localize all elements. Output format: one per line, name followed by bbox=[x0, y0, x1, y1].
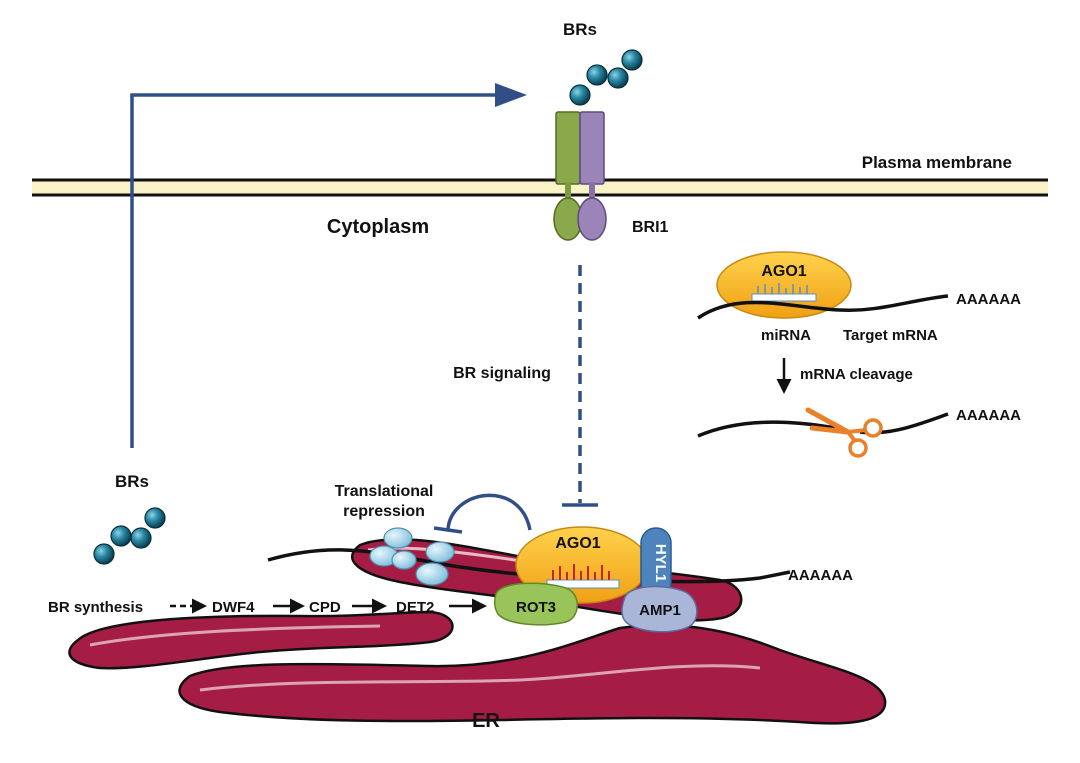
mirna-target-complex bbox=[697, 251, 949, 320]
brs-molecules-top bbox=[569, 49, 643, 106]
br-transport-arrow bbox=[130, 83, 527, 448]
pathway-step-cpd: CPD bbox=[309, 599, 341, 616]
translational-label-line2: repression bbox=[343, 503, 425, 520]
br-signaling-inhibition bbox=[562, 265, 598, 507]
pathway-step-br-synthesis: BR synthesis bbox=[48, 599, 143, 616]
er-ago1-label: AGO1 bbox=[555, 535, 600, 552]
brs-top-label: BRs bbox=[563, 20, 597, 39]
scissors-icon bbox=[805, 407, 883, 458]
brs-molecules-left bbox=[93, 507, 166, 565]
mirna-label: miRNA bbox=[761, 327, 811, 344]
mirna-polya-tail: AAAAAA bbox=[956, 291, 1021, 308]
target-mrna-label: Target mRNA bbox=[843, 327, 938, 344]
endoplasmic-reticulum bbox=[68, 538, 887, 725]
mirna-ago1-label: AGO1 bbox=[761, 263, 806, 280]
amp1-protein bbox=[621, 585, 698, 633]
translational-repression-inhibition bbox=[433, 493, 532, 534]
hyl1-label: HYL1 bbox=[652, 544, 669, 582]
plasma-membrane-label: Plasma membrane bbox=[862, 153, 1012, 172]
bri1-label: BRI1 bbox=[632, 219, 669, 236]
br-signaling-label: BR signaling bbox=[453, 365, 551, 382]
ribosomes bbox=[369, 527, 455, 586]
brs-left-label: BRs bbox=[115, 472, 149, 491]
er-label: ER bbox=[472, 710, 500, 732]
pathway-step-dwf4: DWF4 bbox=[212, 599, 255, 616]
translational-label-line1: Translational bbox=[335, 483, 434, 500]
pathway-step-det2: DET2 bbox=[396, 599, 434, 616]
mrna-cleavage-label: mRNA cleavage bbox=[800, 366, 913, 383]
amp1-label: AMP1 bbox=[639, 602, 681, 619]
cytoplasm-label: Cytoplasm bbox=[327, 216, 429, 238]
plasma-membrane bbox=[32, 178, 1048, 197]
er-polya-tail: AAAAAA bbox=[788, 567, 853, 584]
cleaved-polya-tail: AAAAAA bbox=[956, 407, 1021, 424]
rot3-label: ROT3 bbox=[516, 599, 556, 616]
br-synthesis-pathway: BR synthesis DWF4 CPD DET2 bbox=[48, 598, 487, 616]
rot3-protein bbox=[493, 582, 578, 626]
bri1-receptor bbox=[553, 111, 607, 241]
